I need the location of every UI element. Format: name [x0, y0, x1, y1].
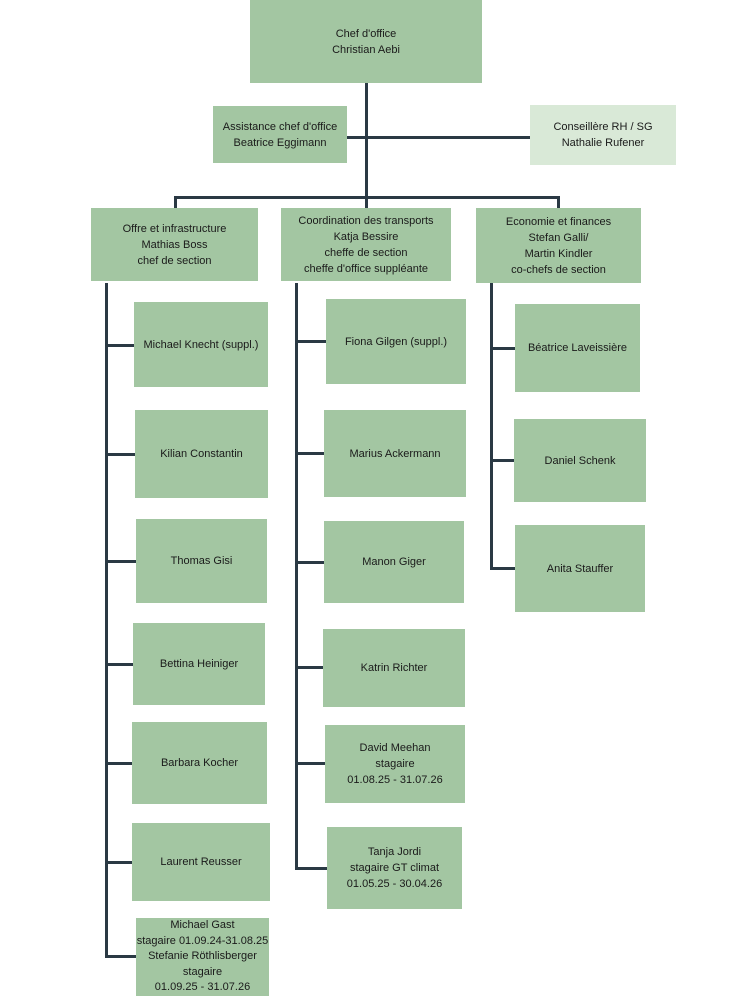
box-text-line: Laurent Reusser: [160, 856, 242, 868]
box-text-line: Daniel Schenk: [544, 454, 616, 467]
box-text-line: 01.05.25 - 30.04.26: [346, 878, 443, 890]
box-text-line: Offre et infrastructure: [122, 222, 227, 235]
connector-col1-spine: [105, 283, 108, 958]
member-box: Béatrice Laveissière: [515, 304, 640, 392]
box-text-line: Economie et finances: [505, 215, 612, 228]
connector-col2-branch: [295, 867, 327, 870]
box-text-line: Coordination des transports: [298, 214, 434, 227]
member-box: Laurent Reusser: [132, 823, 270, 901]
member-box: Fiona Gilgen (suppl.): [326, 299, 466, 384]
box-text-line: Katja Bessire: [333, 230, 399, 243]
member-box: Thomas Gisi: [136, 519, 267, 603]
connector-col3-branch: [490, 347, 515, 350]
member-box: Kilian Constantin: [135, 410, 268, 498]
connector-section-3-drop: [557, 196, 560, 208]
box-text-line: stagaire 01.09.24-31.08.25: [136, 934, 269, 947]
box-text-line: stagaire GT climat: [349, 862, 440, 874]
box-text-line: co-chefs de section: [511, 263, 606, 276]
box-text-line: Barbara Kocher: [160, 757, 239, 769]
member-box: Michael Knecht (suppl.): [134, 302, 268, 387]
connector-col1-branch: [105, 344, 134, 347]
box-text-line: Kilian Constantin: [160, 448, 243, 460]
connector-col2-spine: [295, 283, 298, 870]
box-text-line: Christian Aebi: [332, 43, 400, 56]
box-text-line: Fiona Gilgen (suppl.): [344, 335, 448, 348]
advisor-box: Conseillère RH / SG Nathalie Rufener: [530, 105, 676, 165]
connector-col2-branch: [295, 561, 324, 564]
box-text-line: Bettina Heiniger: [159, 658, 239, 670]
connector-col2-branch: [295, 340, 326, 343]
box-text-line: stagaire: [375, 758, 415, 770]
connector-col2-branch: [295, 762, 325, 765]
connector-section-2-drop: [365, 196, 368, 208]
connector-chief-trunk: [365, 83, 368, 199]
connector-col1-branch: [105, 663, 133, 666]
box-text-line: Béatrice Laveissière: [527, 342, 628, 354]
box-text-line: stagaire: [182, 965, 223, 978]
member-box: Marius Ackermann: [324, 410, 466, 497]
member-box: David Meehan stagaire 01.08.25 - 31.07.26: [325, 725, 465, 803]
box-text-line: Nathalie Rufener: [561, 137, 645, 149]
box-text-line: Stefanie Röthlisberger: [148, 950, 257, 963]
box-text-line: Stefan Galli/: [528, 231, 589, 244]
box-text-line: Martin Kindler: [524, 247, 593, 260]
box-text-line: Michael Gast: [170, 919, 235, 932]
connector-col1-branch: [105, 453, 135, 456]
box-text-line: 01.09.25 - 31.07.26: [154, 981, 251, 994]
box-text-line: David Meehan: [359, 742, 431, 754]
box-text-line: cheffe d'office suppléante: [303, 262, 428, 275]
member-box: Katrin Richter: [323, 629, 465, 707]
connector-staff: [347, 136, 530, 139]
box-text-line: Manon Giger: [362, 556, 426, 568]
box-text-line: Chef d'office: [335, 27, 397, 40]
connector-col1-branch: [105, 955, 136, 958]
box-text-line: cheffe de section: [324, 246, 408, 259]
connector-col1-branch: [105, 861, 132, 864]
box-text-line: Conseillère RH / SG: [553, 121, 653, 133]
connector-col3-branch: [490, 459, 514, 462]
member-box: Tanja Jordi stagaire GT climat 01.05.25 - …: [327, 827, 462, 909]
connector-col3-spine: [490, 283, 493, 570]
box-text-line: Tanja Jordi: [367, 846, 422, 858]
connector-col1-branch: [105, 560, 136, 563]
connector-col2-branch: [295, 666, 323, 669]
box-text-line: Anita Stauffer: [546, 562, 614, 575]
box-text-line: Katrin Richter: [360, 662, 428, 674]
connector-col3-branch: [490, 567, 515, 570]
box-text-line: Mathias Boss: [141, 238, 208, 251]
connector-col1-branch: [105, 762, 132, 765]
connector-section-1-drop: [174, 196, 177, 208]
box-text-line: Assistance chef d'office: [222, 120, 338, 133]
box-text-line: chef de section: [137, 254, 212, 267]
connector-col2-branch: [295, 452, 324, 455]
box-text-line: Michael Knecht (suppl.): [143, 338, 259, 351]
box-text-line: Beatrice Eggimann: [233, 136, 327, 149]
member-box: Bettina Heiniger: [133, 623, 265, 705]
member-box: Barbara Kocher: [132, 722, 267, 804]
box-text-line: 01.08.25 - 31.07.26: [347, 774, 443, 786]
member-box: Anita Stauffer: [515, 525, 645, 612]
box-text-line: Marius Ackermann: [349, 447, 441, 460]
member-box: Daniel Schenk: [514, 419, 646, 502]
box-text-line: Thomas Gisi: [170, 555, 233, 567]
member-box: Manon Giger: [324, 521, 464, 603]
